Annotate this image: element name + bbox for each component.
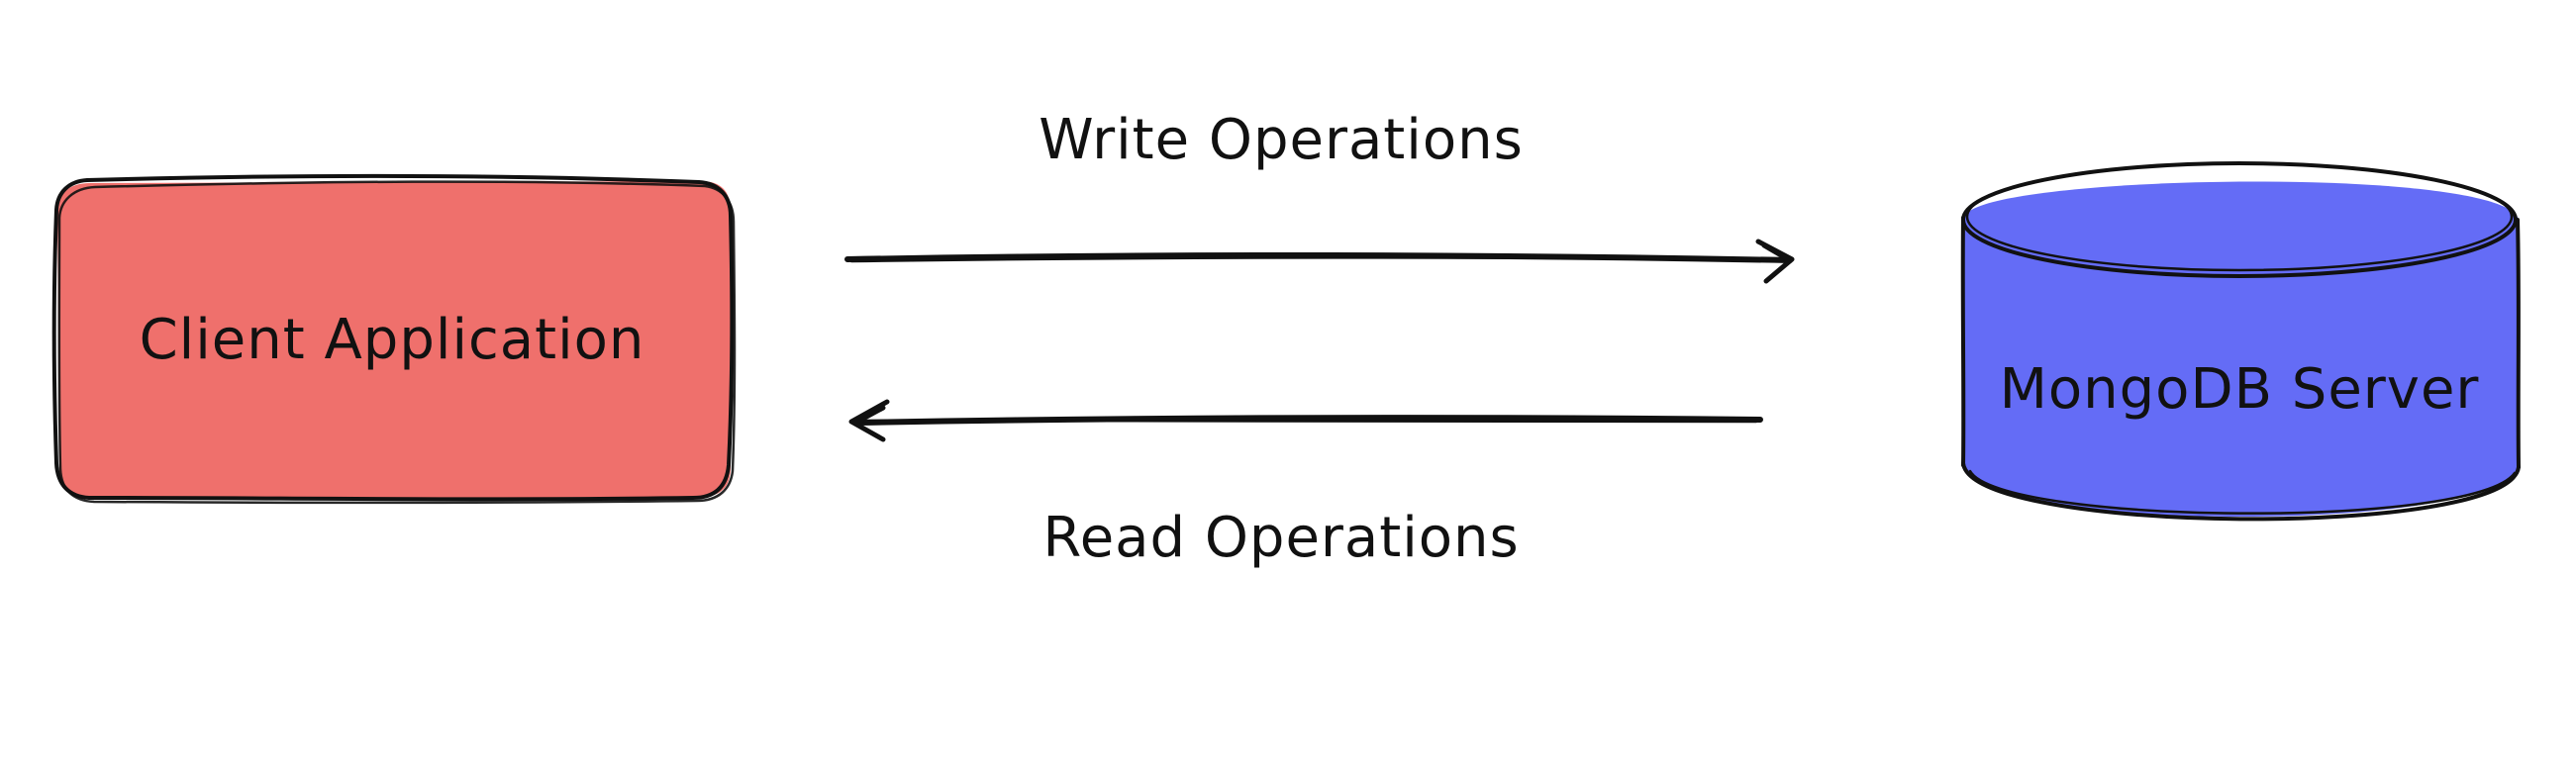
server-cylinder-fill <box>1964 181 2519 517</box>
write-operations-edge[interactable]: Write Operations <box>844 108 1795 284</box>
read-operations-edge[interactable]: Read Operations <box>848 399 1763 570</box>
server-cylinder-left-side <box>1960 216 1966 467</box>
read-arrow-line-sketch <box>859 419 1758 424</box>
client-box-outline <box>51 173 735 502</box>
server-cylinder-bottom <box>1961 461 2521 522</box>
write-arrow-line-sketch <box>849 256 1788 263</box>
client-box-outline-sketch <box>57 180 737 505</box>
read-arrow-head <box>848 399 890 442</box>
client-box-fill <box>57 181 731 499</box>
server-cylinder-bottom-sketch <box>1968 469 2517 515</box>
read-operations-label: Read Operations <box>1042 506 1519 570</box>
server-cylinder-right-side <box>2516 218 2521 469</box>
server-cylinder-top-sketch <box>1965 161 2514 272</box>
client-application-node[interactable]: Client Application <box>51 173 737 505</box>
write-arrow-head <box>1755 239 1795 284</box>
write-operations-label: Write Operations <box>1039 108 1524 172</box>
server-label: MongoDB Server <box>2000 357 2480 422</box>
client-label: Client Application <box>140 308 645 372</box>
mongodb-server-node[interactable]: MongoDB Server <box>1960 161 2521 522</box>
